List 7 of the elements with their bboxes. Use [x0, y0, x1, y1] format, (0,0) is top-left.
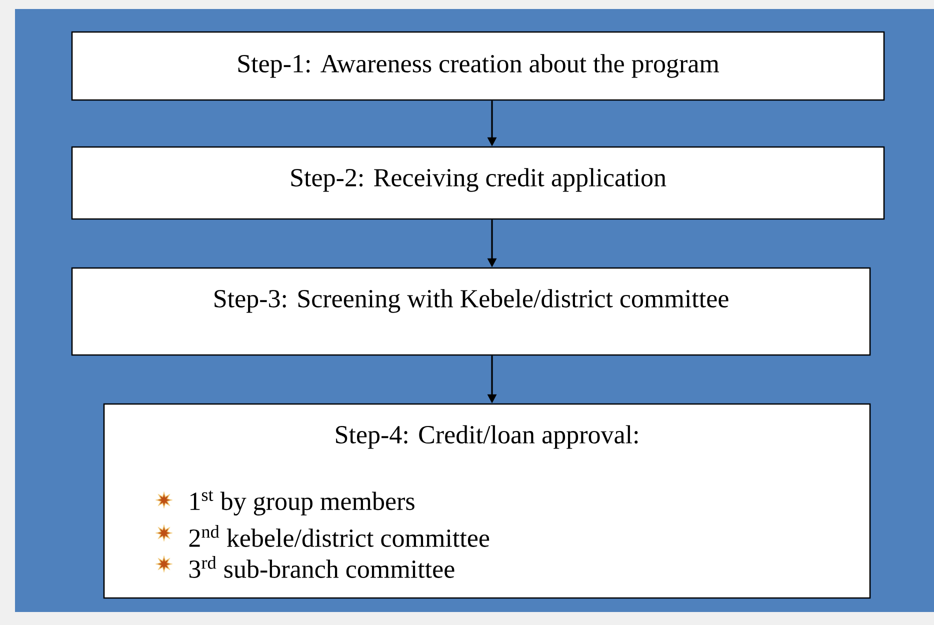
box-text: Step-2: Receiving credit application [291, 168, 666, 192]
box-text: Step-4: Credit/loan approval: [336, 425, 638, 449]
bullet-text: 2$^{nd}$ kebele/district committee [189, 525, 490, 547]
bullet-text: 1$^{st}$ by group members [190, 490, 414, 516]
box-text: Step-3: Screening with Kebele/district committee [214, 289, 728, 313]
box-text: Step-1: Awareness creation about the program [238, 54, 720, 78]
bullet-text: 3$^{rd}$ sub-branch committee [189, 556, 454, 578]
